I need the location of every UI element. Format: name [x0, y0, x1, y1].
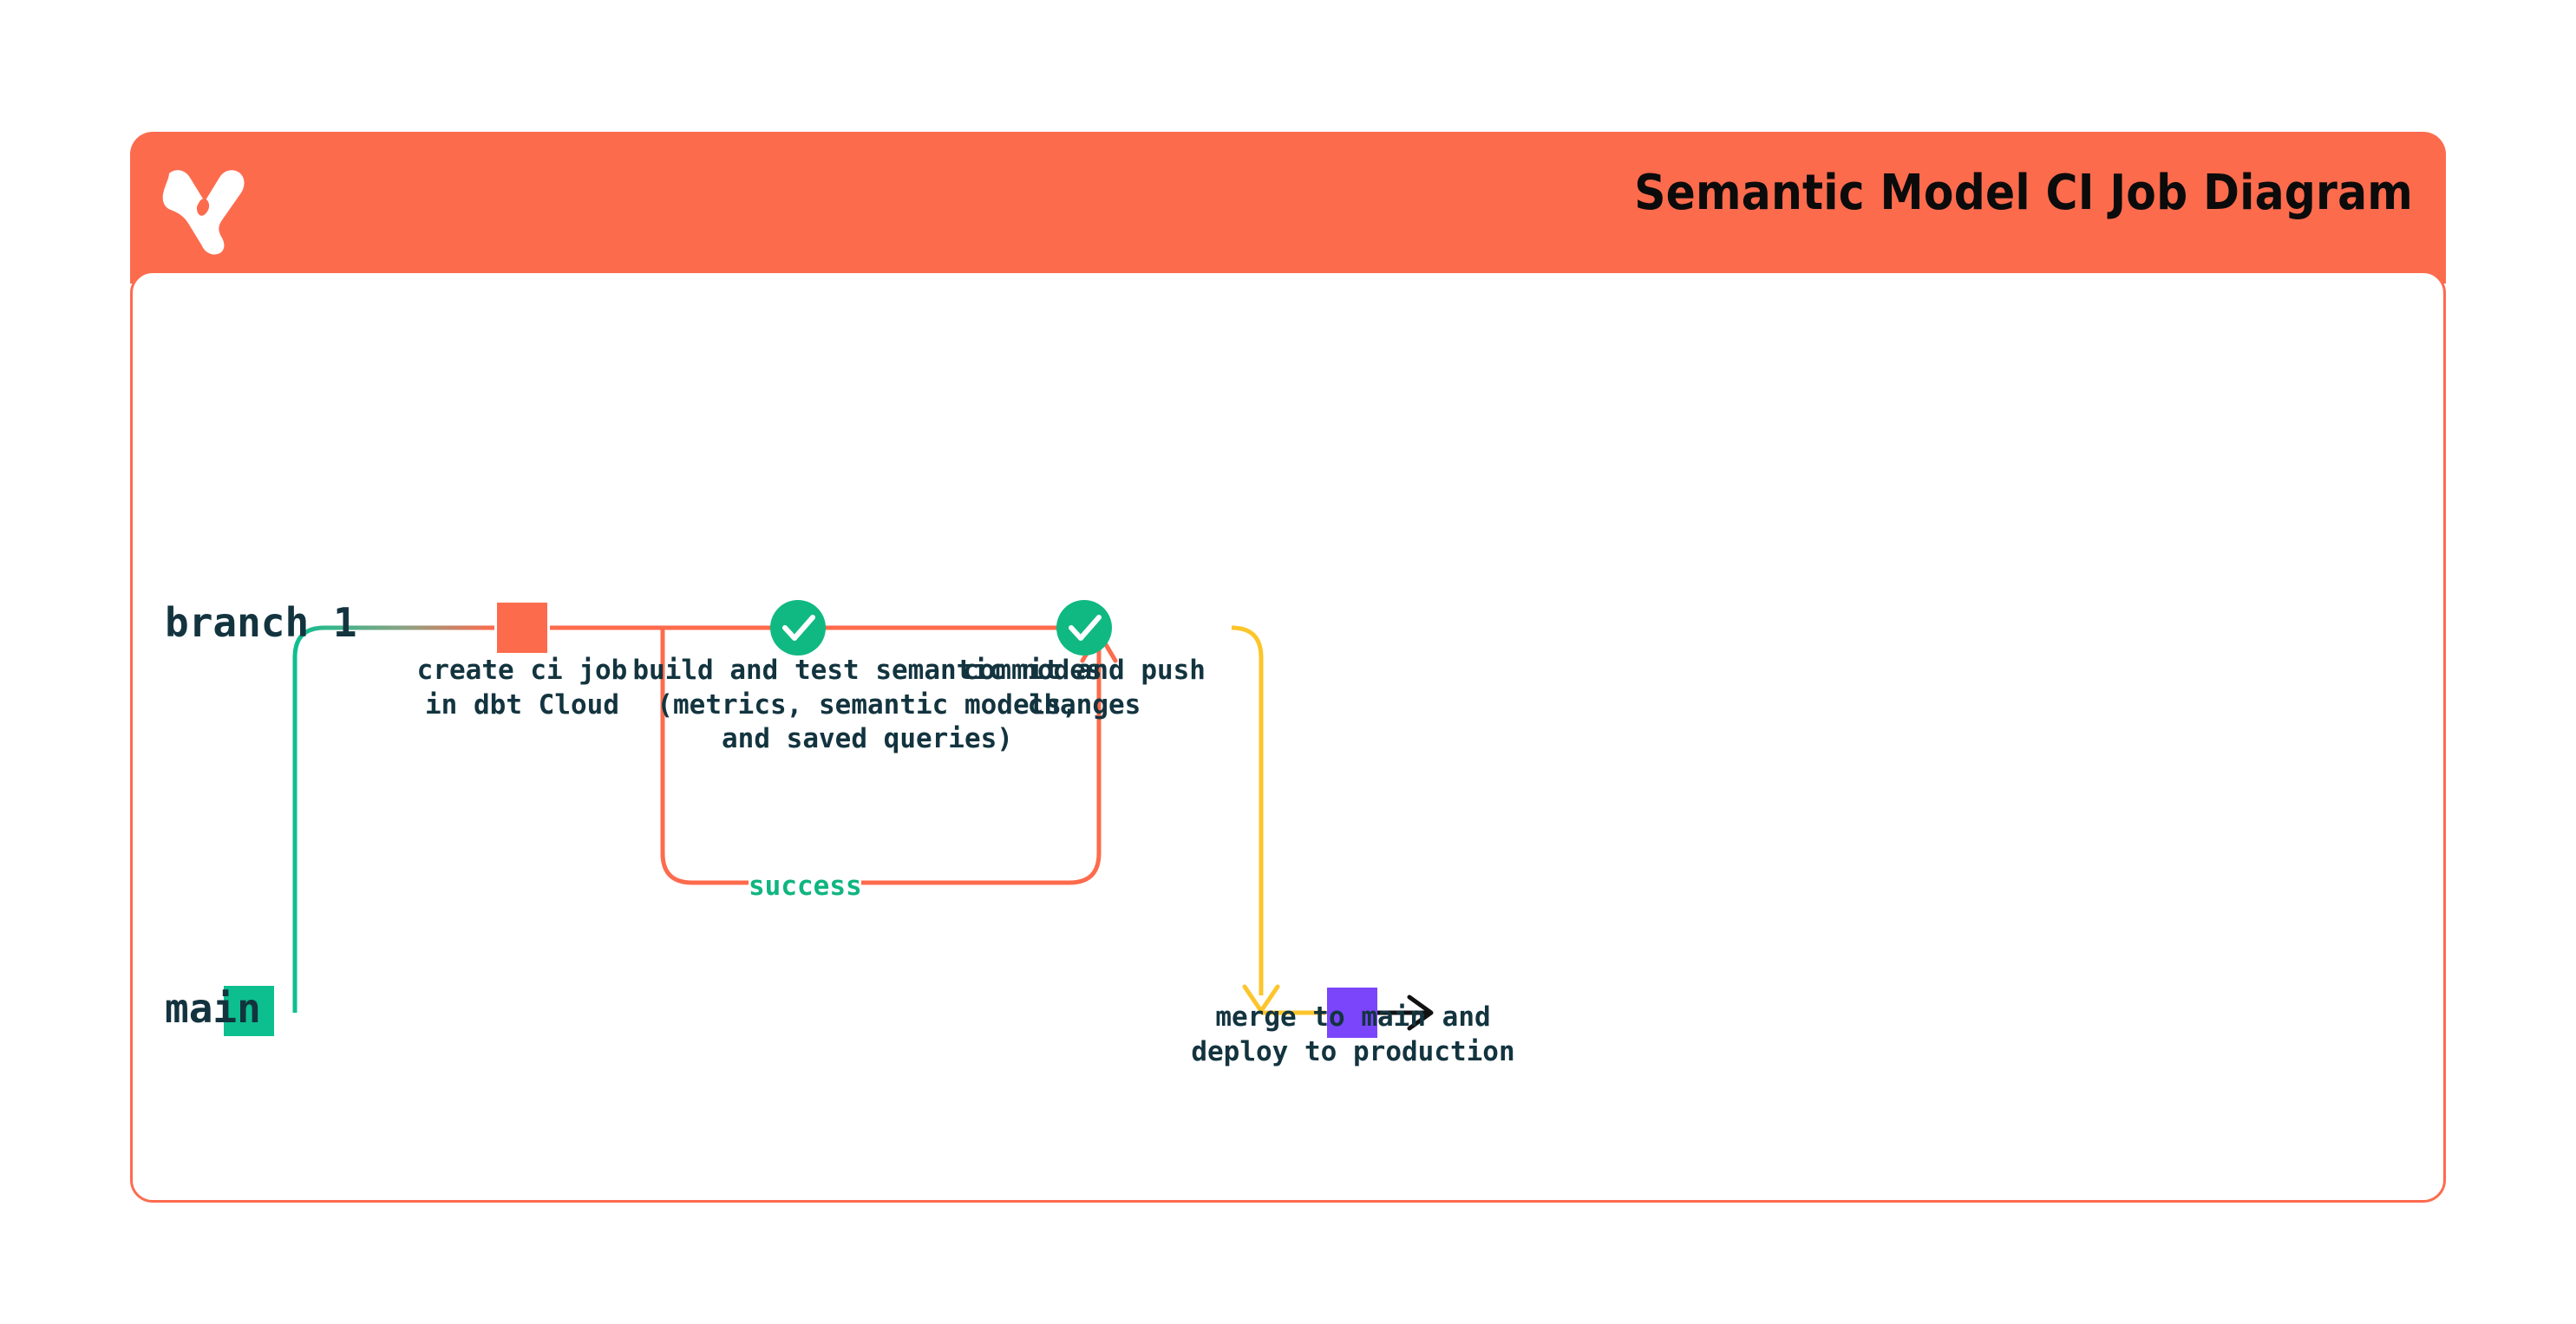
page-title: Semantic Model CI Job Diagram: [1634, 165, 2413, 221]
node-label-commit-and-push: commit and push changes: [963, 655, 1206, 721]
card-header: Semantic Model CI Job Diagram: [130, 132, 2446, 284]
node-label-build-and-test: build and test semantic nodes (metrics, …: [632, 655, 1102, 755]
card-body: [130, 271, 2446, 1203]
lane-label-branch-1: branch 1: [165, 599, 357, 646]
lane-label-main: main: [165, 985, 261, 1032]
diagram-card: Semantic Model CI Job Diagram: [130, 132, 2446, 1203]
node-label-create-ci-job: create ci job in dbt Cloud: [416, 655, 628, 721]
edge-label-success: success: [749, 871, 862, 902]
dbt-logo-icon: [158, 161, 252, 255]
node-label-merge-to-main: merge to main and deploy to production: [1191, 1001, 1515, 1067]
